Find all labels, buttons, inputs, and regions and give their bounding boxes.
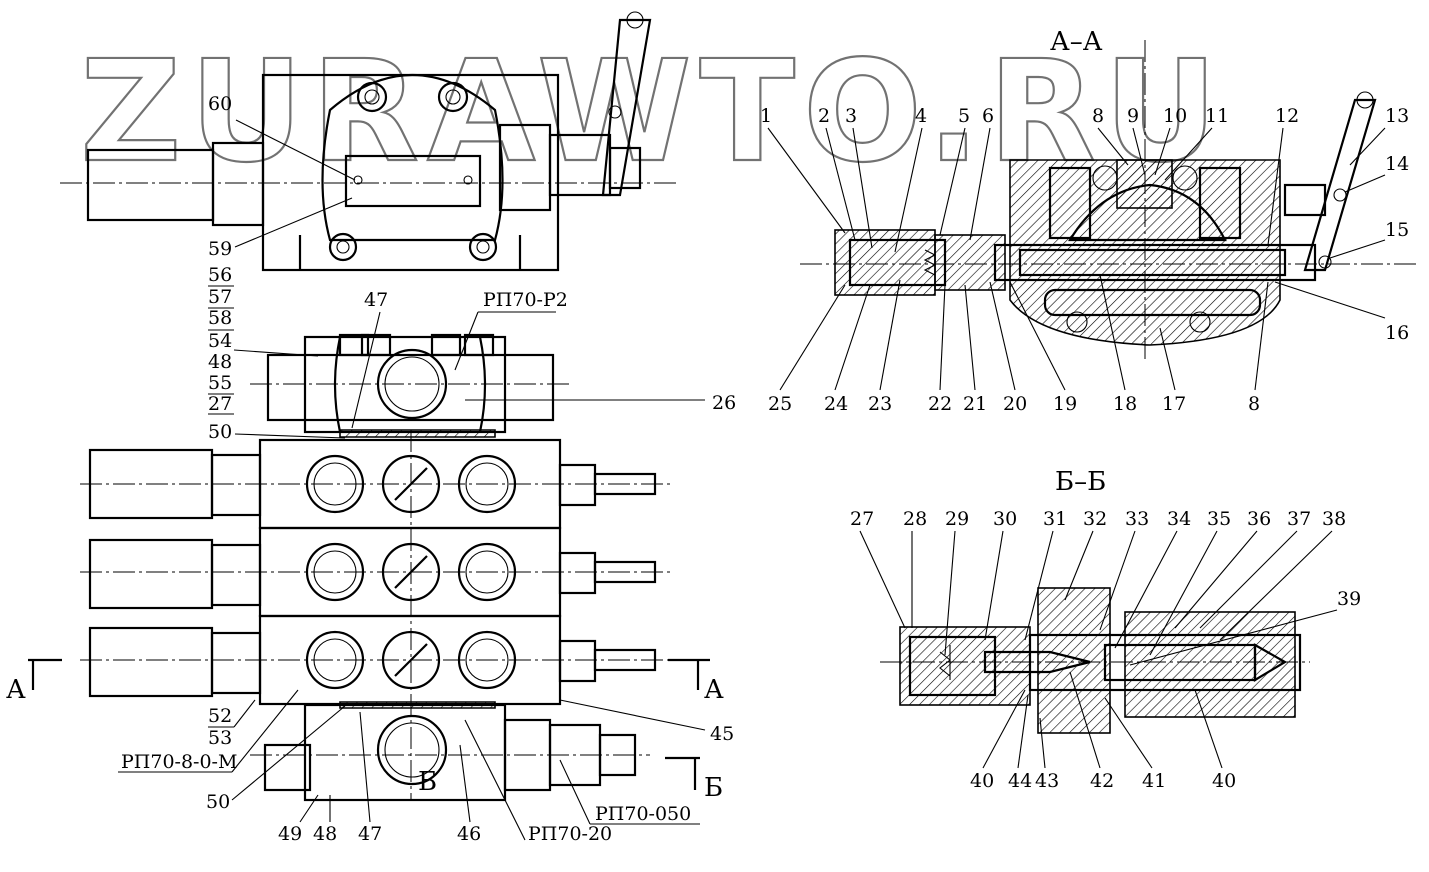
label-18: 18 — [1113, 393, 1137, 415]
label-40-left: 40 — [970, 770, 994, 792]
label-40-right: 40 — [1212, 770, 1236, 792]
label-27-bb: 27 — [850, 508, 874, 530]
label-12: 12 — [1275, 105, 1299, 127]
spool-sections-view — [80, 430, 670, 800]
label-36: 36 — [1247, 508, 1271, 530]
label-23: 23 — [868, 393, 892, 415]
label-45: 45 — [710, 723, 734, 745]
label-42: 42 — [1090, 770, 1114, 792]
section-bb-bottom-labels: 40 44 43 42 41 40 — [970, 671, 1236, 792]
label-13: 13 — [1385, 105, 1409, 127]
label-33: 33 — [1125, 508, 1149, 530]
label-44: 44 — [1008, 770, 1032, 792]
label-41: 41 — [1142, 770, 1166, 792]
label-rp70-20: РП70-20 — [528, 823, 612, 845]
label-22: 22 — [928, 393, 952, 415]
section-bb-top-labels: 27 28 29 30 31 32 33 34 35 36 37 38 39 — [850, 508, 1361, 666]
label-46: 46 — [457, 823, 481, 845]
label-19: 19 — [1053, 393, 1077, 415]
label-rp70-050: РП70-050 — [595, 803, 691, 825]
section-mark-a-left: А — [6, 675, 26, 705]
label-9: 9 — [1127, 105, 1139, 127]
label-47-top: 47 — [364, 289, 388, 311]
label-29: 29 — [945, 508, 969, 530]
label-48: 48 — [208, 351, 232, 373]
label-58: 58 — [208, 307, 232, 329]
label-5: 5 — [958, 105, 970, 127]
label-14: 14 — [1385, 153, 1409, 175]
label-2: 2 — [818, 105, 830, 127]
label-39: 39 — [1337, 588, 1361, 610]
label-35: 35 — [1207, 508, 1231, 530]
label-50-top: 50 — [208, 421, 232, 443]
label-1: 1 — [760, 105, 772, 127]
label-21: 21 — [963, 393, 987, 415]
bottom-port-block: 52 53 РП70-8-0-М 50 49 48 47 46 РП70-20 … — [118, 689, 734, 845]
label-10: 10 — [1163, 105, 1187, 127]
label-49: 49 — [278, 823, 302, 845]
section-mark-a-right: А — [704, 675, 724, 705]
section-mark-b-right: Б — [704, 773, 723, 803]
label-30: 30 — [993, 508, 1017, 530]
label-25: 25 — [768, 393, 792, 415]
label-15: 15 — [1385, 219, 1409, 241]
section-bb: Б–Б 27 28 29 30 31 32 33 34 35 36 37 38 … — [850, 467, 1361, 792]
section-aa-bottom-labels: 25 24 23 22 21 20 19 18 17 8 — [768, 274, 1269, 415]
label-38: 38 — [1322, 508, 1346, 530]
label-48-bottom: 48 — [313, 823, 337, 845]
label-24: 24 — [824, 393, 848, 415]
label-31: 31 — [1043, 508, 1067, 530]
top-view: 60 59 — [60, 11, 680, 272]
label-26: 26 — [712, 392, 736, 414]
section-aa-top-labels: 1 2 3 4 5 6 8 9 10 11 12 13 14 15 16 — [760, 105, 1409, 344]
label-rp70-8-0-m: РП70-8-0-М — [121, 751, 237, 773]
label-8-top: 8 — [1092, 105, 1104, 127]
label-8-bottom: 8 — [1248, 393, 1260, 415]
port-block-view: 56 57 58 54 48 55 27 47 РП70-Р2 26 50 — [208, 264, 736, 443]
label-57: 57 — [208, 286, 232, 308]
label-54: 54 — [208, 330, 232, 352]
section-mark-b-center: Б — [418, 767, 437, 797]
label-55: 55 — [208, 372, 232, 394]
label-11: 11 — [1205, 105, 1229, 127]
label-16: 16 — [1385, 322, 1409, 344]
label-43: 43 — [1035, 770, 1059, 792]
label-20: 20 — [1003, 393, 1027, 415]
label-47-bottom: 47 — [358, 823, 382, 845]
label-53: 53 — [208, 727, 232, 749]
label-6: 6 — [982, 105, 994, 127]
label-17: 17 — [1162, 393, 1186, 415]
label-56: 56 — [208, 264, 232, 286]
section-aa-title: А–А — [1050, 27, 1103, 57]
label-59: 59 — [208, 238, 232, 260]
label-34: 34 — [1167, 508, 1191, 530]
section-aa: А–А 1 2 3 4 5 6 8 9 10 11 — [760, 27, 1420, 415]
section-markers: А А Б Б — [6, 658, 724, 803]
label-28: 28 — [903, 508, 927, 530]
label-50-bottom: 50 — [206, 791, 230, 813]
label-27: 27 — [208, 393, 232, 415]
label-60: 60 — [208, 93, 232, 115]
label-32: 32 — [1083, 508, 1107, 530]
section-bb-title: Б–Б — [1055, 467, 1106, 497]
label-37: 37 — [1287, 508, 1311, 530]
label-4: 4 — [915, 105, 927, 127]
label-52: 52 — [208, 705, 232, 727]
label-3: 3 — [845, 105, 857, 127]
label-rp70-r2: РП70-Р2 — [483, 289, 568, 311]
